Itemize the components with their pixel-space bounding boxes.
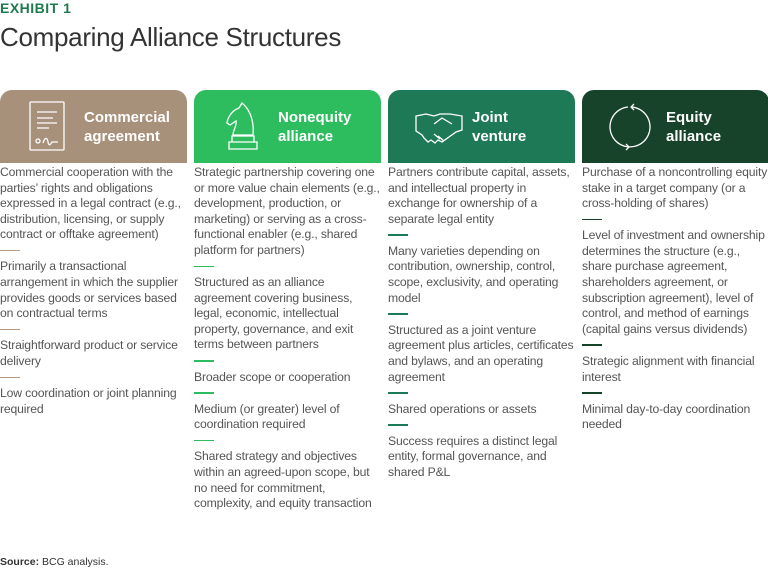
cycle-arrows-icon	[608, 100, 652, 154]
column-header: Nonequity alliance	[194, 90, 381, 163]
list-item: Strategic partnership covering one or mo…	[194, 165, 380, 257]
source-label: Source:	[0, 556, 40, 568]
list-item: Level of investment and ownership determ…	[582, 228, 765, 336]
divider	[582, 344, 602, 346]
source-note: Source: BCG analysis.	[0, 556, 109, 568]
list-item: Success requires a distinct legal entity…	[388, 433, 558, 479]
column-header: Equity alliance	[582, 90, 768, 163]
list-item: Shared strategy and objectives within an…	[194, 449, 372, 511]
divider	[388, 392, 408, 394]
column-title: Joint venture	[472, 108, 527, 145]
divider	[0, 376, 20, 379]
chess-knight-icon	[220, 100, 264, 154]
divider	[194, 360, 214, 362]
source-text: BCG analysis.	[42, 556, 109, 568]
divider	[0, 328, 20, 331]
list-item: Purchase of a noncontrolling equity stak…	[582, 165, 768, 211]
exhibit-label: EXHIBIT 1	[0, 0, 72, 16]
list-item: Medium (or greater) level of coordinatio…	[194, 401, 340, 432]
page-title: Comparing Alliance Structures	[0, 22, 342, 52]
divider	[582, 218, 602, 221]
list-item: Low coordination or joint planning requi…	[0, 386, 177, 416]
column-title: Equity alliance	[666, 108, 722, 145]
list-item: Structured as an alliance agreement cove…	[194, 275, 354, 352]
divider	[388, 234, 408, 236]
column-header: Commercial agreement	[0, 90, 187, 163]
divider	[388, 424, 408, 426]
list-item: Straightforward product or service deliv…	[0, 338, 178, 368]
list-item: Structured as a joint venture agreement …	[388, 322, 574, 384]
column-header: Joint venture	[388, 90, 575, 163]
list-item: Broader scope or cooperation	[194, 369, 351, 384]
handshake-icon	[414, 100, 463, 154]
list-item: Many varieties depending on contribution…	[388, 243, 559, 305]
divider	[194, 439, 214, 442]
list-item: Partners contribute capital, assets, and…	[388, 165, 570, 226]
contract-icon	[26, 100, 70, 154]
divider	[582, 392, 602, 394]
column-title: Commercial agreement	[84, 108, 170, 145]
list-item: Shared operations or assets	[388, 401, 537, 416]
divider	[0, 249, 20, 252]
column-title: Nonequity alliance	[278, 108, 352, 145]
divider	[194, 392, 214, 394]
list-item: Minimal day-to-day coordination needed	[582, 401, 751, 432]
divider	[194, 265, 214, 268]
list-item: Commercial cooperation with the parties’…	[0, 165, 181, 242]
divider	[388, 313, 408, 315]
list-item: Primarily a transactional arrangement in…	[0, 259, 178, 321]
list-item: Strategic alignment with financial inter…	[582, 353, 755, 384]
